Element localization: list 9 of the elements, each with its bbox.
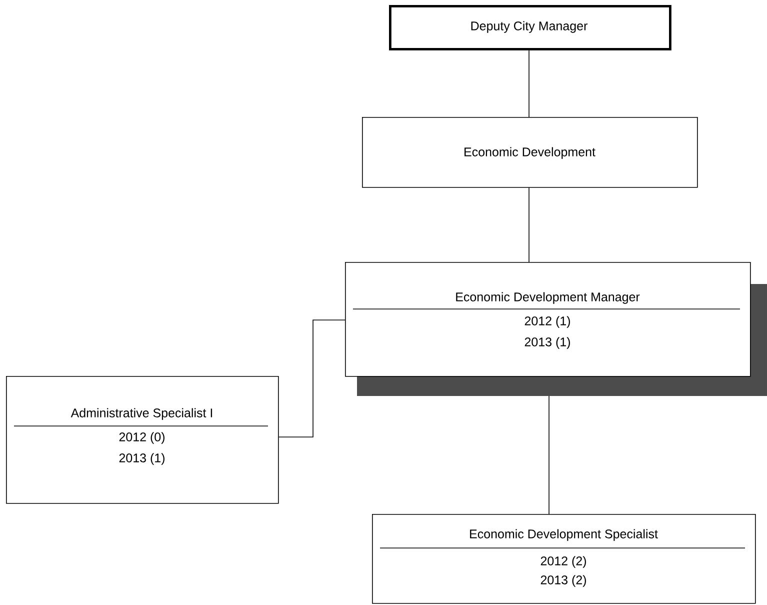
connector-line <box>528 187 530 262</box>
org-box: Deputy City Manager <box>389 5 672 50</box>
org-box: Economic Development <box>362 117 698 188</box>
position-box: Economic Development Manager 2012 (1) 2013 (1) <box>345 262 767 396</box>
position-box: Economic Development Specialist 2012 (2) 2013 (2) <box>372 514 756 604</box>
connector-line <box>528 50 530 118</box>
connector-line <box>548 396 550 514</box>
position-box: Administrative Specialist I 2012 (0) 2013 (1) <box>6 376 279 504</box>
connector-line <box>278 320 346 438</box>
